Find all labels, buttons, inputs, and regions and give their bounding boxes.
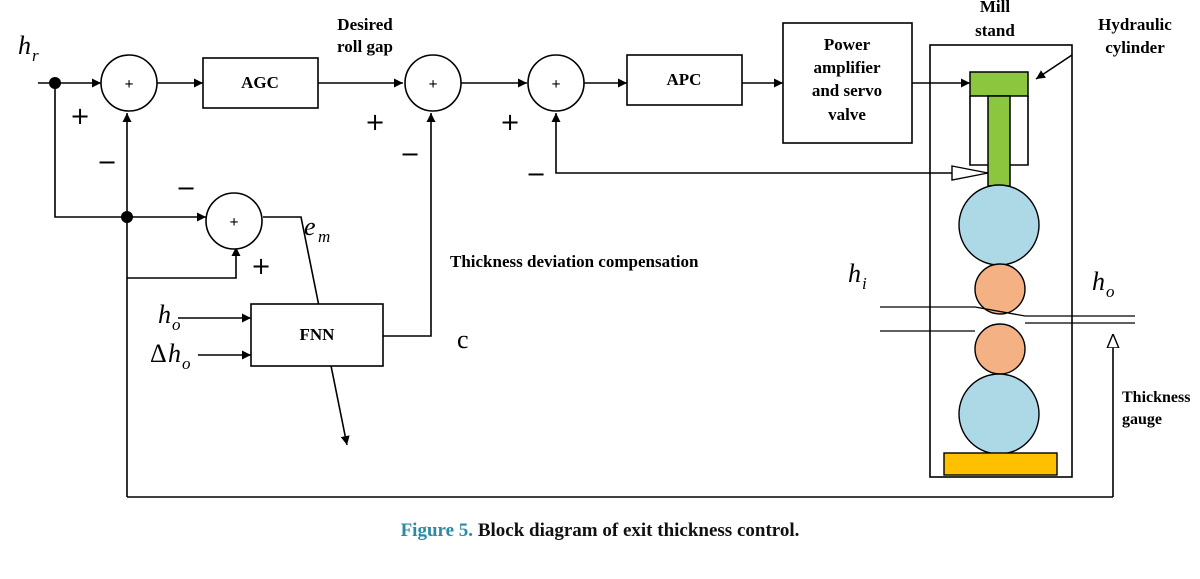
svg-text:APC: APC — [667, 70, 702, 89]
svg-text:Δ: Δ — [150, 339, 167, 368]
lower-work-roll — [974, 323, 1026, 375]
junction-dot-feedback — [121, 211, 133, 223]
lower-backup-roll — [958, 373, 1040, 455]
thickness-gauge-label-2: gauge — [1122, 411, 1162, 428]
feedback-to-sum4-line — [127, 247, 241, 279]
svg-text:h: h — [158, 300, 171, 329]
hydraulic-pointer-arrow — [1035, 54, 1073, 80]
svg-text:+: + — [551, 76, 560, 93]
sign-minus-sum2: − — [400, 140, 420, 168]
svg-text:r: r — [32, 46, 39, 65]
svg-text:+: + — [229, 214, 238, 231]
svg-text:o: o — [182, 354, 191, 373]
svg-text:h: h — [1092, 267, 1105, 296]
apc-block: APC — [626, 54, 743, 106]
ho-output-symbol: h o — [1092, 267, 1115, 301]
desired-roll-gap-label-2: roll gap — [337, 37, 393, 56]
desired-roll-gap-label-1: Desired — [337, 15, 393, 34]
compensation-label: Thickness deviation compensation — [450, 252, 699, 271]
thickness-gauge-label-1: Thickness — [1122, 389, 1190, 406]
mill-stand-label-1: Mill — [980, 0, 1010, 16]
svg-text:Power: Power — [824, 35, 871, 54]
figure-caption: Figure 5. Block diagram of exit thicknes… — [0, 520, 1200, 542]
position-feedback-line — [551, 113, 988, 174]
hydraulic-cylinder-head — [969, 71, 1029, 97]
sum-junction-4: + — [205, 192, 263, 250]
strip-roll-bite-top — [974, 306, 1026, 317]
block-diagram: + + + + + − + − + − − + AGC APC Power am… — [18, 0, 1190, 498]
agc-block: AGC — [202, 57, 319, 109]
hydraulic-piston-rod — [987, 95, 1011, 187]
svg-text:AGC: AGC — [241, 73, 279, 92]
hydraulic-cylinder-label-2: cylinder — [1105, 38, 1165, 57]
sign-plus-sum2: + — [365, 108, 385, 136]
caption-text: Block diagram of exit thickness control. — [477, 520, 800, 541]
mill-base — [943, 452, 1058, 476]
power-amplifier-block: Power amplifier and servo valve — [782, 22, 913, 144]
delta-ho-input-symbol: Δ h o — [150, 339, 191, 373]
svg-text:m: m — [318, 227, 330, 246]
caption-number: Figure 5. — [400, 520, 474, 541]
fnn-block: FNN — [250, 303, 384, 367]
hi-symbol: h i — [848, 259, 867, 293]
mill-stand-label-2: stand — [975, 21, 1015, 40]
hydraulic-cylinder-label-1: Hydraulic — [1098, 15, 1172, 34]
hr-branch-line — [54, 83, 206, 222]
svg-text:+: + — [428, 76, 437, 93]
svg-text:and servo: and servo — [812, 81, 882, 100]
sum-junction-2: + — [404, 54, 462, 112]
sign-minus-sum1: − — [97, 148, 117, 176]
upper-backup-roll — [958, 184, 1040, 266]
svg-text:o: o — [172, 315, 181, 334]
sign-plus-sum1: + — [70, 102, 90, 130]
junction-dot-hr — [49, 77, 61, 89]
svg-text:h: h — [168, 339, 181, 368]
svg-text:valve: valve — [828, 105, 866, 124]
svg-text:FNN: FNN — [300, 325, 336, 344]
position-sensor-arrow — [951, 165, 989, 181]
sign-plus-sum3: + — [500, 108, 520, 136]
ho-input-symbol: h o — [158, 300, 181, 334]
sign-minus-sum4: − — [176, 174, 196, 202]
sign-plus-sum4: + — [251, 252, 271, 280]
svg-text:amplifier: amplifier — [813, 58, 880, 77]
sum-junction-1: + — [100, 54, 158, 112]
c-label: c — [457, 325, 469, 354]
hr-symbol: h r — [18, 31, 39, 65]
svg-text:o: o — [1106, 282, 1115, 301]
upper-work-roll — [974, 263, 1026, 315]
sum-junction-3: + — [527, 54, 585, 112]
svg-text:e: e — [304, 212, 316, 241]
mill-stand-housing — [929, 44, 1073, 478]
sign-minus-sum3: − — [526, 160, 546, 188]
em-learning-arrow — [263, 216, 350, 446]
mill-stand — [880, 44, 1135, 478]
svg-text:i: i — [862, 274, 867, 293]
fnn-to-sum2-line — [383, 113, 436, 337]
em-symbol: e m — [304, 212, 330, 246]
svg-text:h: h — [18, 31, 31, 60]
svg-text:+: + — [124, 76, 133, 93]
svg-text:h: h — [848, 259, 861, 288]
